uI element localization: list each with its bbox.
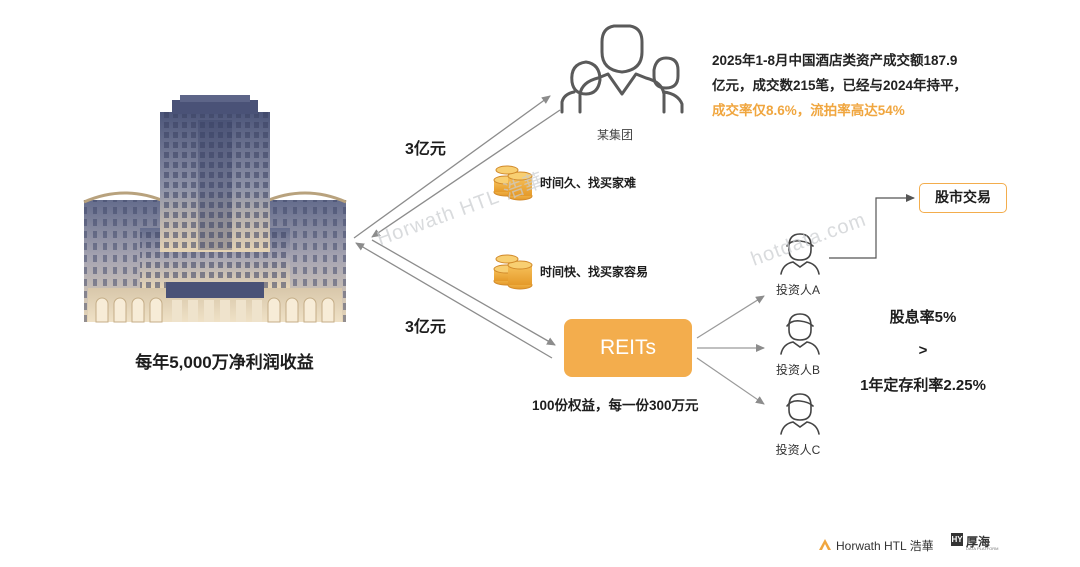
reits-box: REITs	[564, 319, 692, 377]
bottom-amount-label: 3亿元	[405, 319, 446, 336]
investor-a-label: 投资人A	[775, 283, 820, 297]
hotdata-logo-icon: HY	[951, 533, 963, 546]
reits-caption: 100份权益，每一份300万元	[532, 398, 699, 413]
hotdata-logo-text: 厚海	[966, 535, 991, 549]
hotel-building-icon	[83, 95, 347, 323]
stat-line-2: 亿元，成交数215笔，已经与2024年持平，	[712, 78, 968, 93]
horwath-logo-icon	[819, 539, 831, 550]
group-label: 某集团	[596, 128, 633, 142]
stock-arrow	[829, 194, 915, 259]
deposit-rate: 1年定存利率2.25%	[860, 377, 986, 394]
slow-sale-note: 时间久、找买家难	[540, 176, 637, 190]
investor-b-label: 投资人B	[775, 363, 820, 377]
top-amount-label: 3亿元	[405, 141, 446, 158]
dividend-rate: 股息率5%	[889, 309, 957, 326]
hotdata-logo-subtext: DATA PLATFORM	[966, 546, 999, 551]
coin-stack-icon	[493, 165, 533, 201]
investor-person-icon	[780, 313, 820, 355]
greater-than-sign: >	[918, 342, 928, 359]
stock-market-box: 股市交易	[919, 183, 1007, 213]
fast-sale-note: 时间快、找买家容易	[540, 265, 649, 279]
coin-stack-icon	[493, 254, 533, 290]
people-group-icon	[560, 24, 684, 114]
horwath-logo-text: Horwath HTL 浩華	[836, 539, 934, 553]
stat-line-1: 2025年1-8月中国酒店类资产成交额187.9	[712, 53, 958, 68]
hotel-caption: 每年5,000万净利润收益	[135, 353, 314, 372]
stat-highlight: 成交率仅8.6%，流拍率高达54%	[712, 103, 905, 118]
market-stat-text: 2025年1-8月中国酒店类资产成交额187.9 亿元，成交数215笔，已经与2…	[712, 48, 1012, 123]
investor-person-icon	[780, 233, 820, 275]
investor-c-label: 投资人C	[775, 443, 821, 457]
investor-person-icon	[780, 393, 820, 435]
investor-arrows	[696, 295, 765, 405]
flow-arrows	[353, 95, 561, 359]
